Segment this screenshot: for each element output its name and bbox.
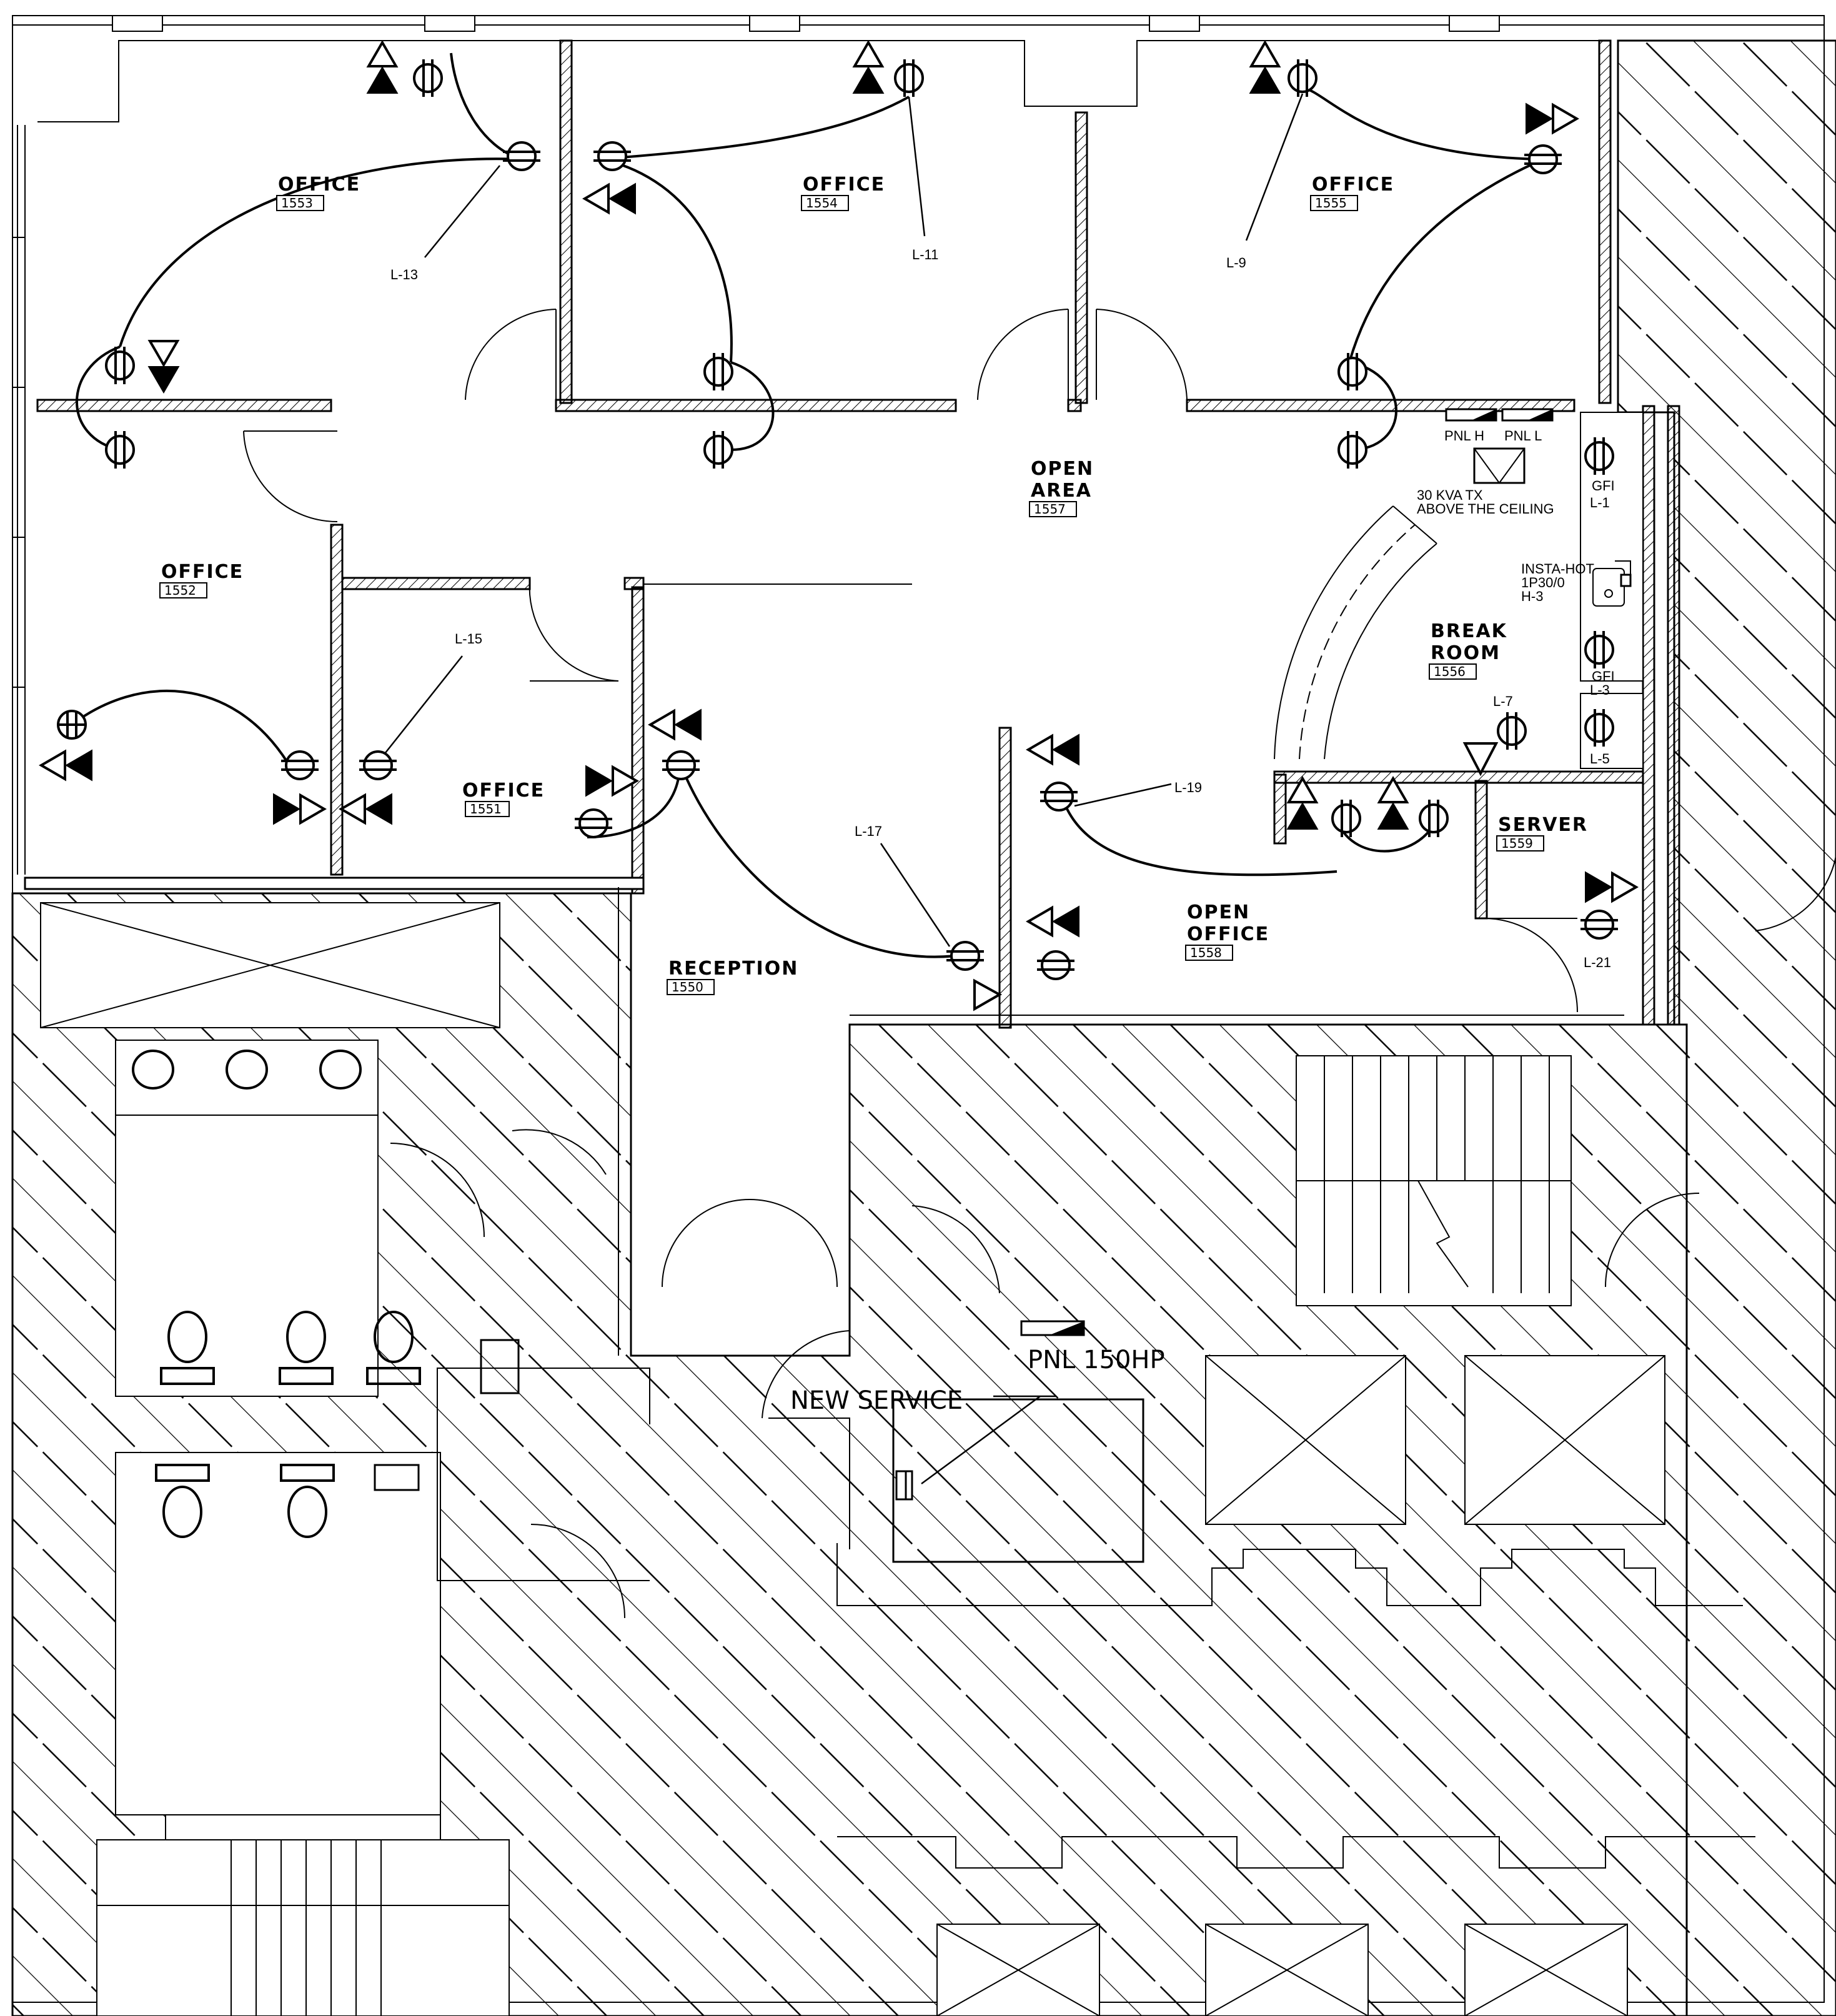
room-number: 1556 <box>1434 664 1466 679</box>
room-number: 1557 <box>1034 502 1066 517</box>
data-outlets <box>40 41 1637 1011</box>
room-name: ROOM <box>1431 642 1501 664</box>
circuit-label: L-7 <box>1493 693 1513 709</box>
room-number: 1550 <box>672 980 703 995</box>
walls <box>24 39 1680 1356</box>
room-number: 1553 <box>281 196 313 211</box>
circuit-label: L-11 <box>912 247 938 262</box>
ground-receptacle-icon <box>57 710 87 740</box>
circuit-label: L-5 <box>1590 751 1610 767</box>
gfi-label: GFI <box>1592 668 1615 684</box>
room-name: OFFICE <box>803 174 885 196</box>
circuit-label: L-15 <box>455 631 482 647</box>
break-room-counter <box>1274 412 1644 769</box>
room-name: RECEPTION <box>668 958 798 980</box>
electrical-panels <box>895 408 1632 1501</box>
room-name: OFFICE <box>462 780 545 802</box>
room-labels: OFFICE 1553 OFFICE 1554 OFFICE 1555 OFFI… <box>159 174 1588 995</box>
circuit-wiring <box>71 52 1544 1485</box>
room-number: 1552 <box>164 583 196 598</box>
transformer-icon <box>1473 447 1526 484</box>
room-number: 1551 <box>470 802 502 817</box>
insta-hot-circuit: H-3 <box>1521 588 1543 604</box>
new-service-label: NEW SERVICE <box>790 1386 963 1415</box>
room-name: BREAK <box>1431 620 1507 642</box>
circuit-labels: L-13 L-11 L-9 L-15 L-17 L-19 L-7 L-21 GF… <box>390 247 1615 1415</box>
room-name: OFFICE <box>161 561 244 583</box>
building-outline <box>12 15 1825 2003</box>
insta-hot-rating: 1P30/0 <box>1521 575 1565 590</box>
panel-label: PNL L <box>1504 428 1542 444</box>
circuit-label: L-3 <box>1590 682 1610 698</box>
circuit-label: L-21 <box>1584 955 1611 970</box>
room-name: AREA <box>1031 480 1092 502</box>
room-name: OFFICE <box>1187 923 1269 945</box>
circuit-label: L-9 <box>1226 255 1246 271</box>
gfi-label: GFI <box>1592 478 1615 494</box>
room-name: SERVER <box>1498 814 1588 836</box>
restroom-fixtures <box>40 902 1755 2016</box>
circuit-label: L-19 <box>1174 780 1202 795</box>
panel-label: PNL H <box>1444 428 1484 444</box>
circuit-label: L-17 <box>855 823 882 839</box>
room-name: OPEN <box>1187 901 1250 923</box>
transformer-location: ABOVE THE CEILING <box>1417 501 1554 517</box>
panel-150hp-label: PNL 150HP <box>1028 1346 1165 1374</box>
data-outlet-icon <box>973 978 1003 1011</box>
room-number: 1558 <box>1190 945 1222 960</box>
room-number: 1559 <box>1501 836 1533 851</box>
room-name: OPEN <box>1031 458 1094 480</box>
doors <box>243 309 1836 1619</box>
circuit-label: L-1 <box>1590 495 1610 510</box>
data-outlet-icon <box>1462 742 1499 777</box>
room-number: 1554 <box>806 196 838 211</box>
circuit-label: L-13 <box>390 267 418 282</box>
transformer-label: 30 KVA TX <box>1417 487 1483 503</box>
receptacles <box>57 58 1619 980</box>
insta-hot-icon <box>1615 560 1632 587</box>
room-name: OFFICE <box>1312 174 1394 196</box>
room-name: OFFICE <box>278 174 360 196</box>
insta-hot-label: INSTA-HOT <box>1521 561 1594 577</box>
room-number: 1555 <box>1315 196 1347 211</box>
